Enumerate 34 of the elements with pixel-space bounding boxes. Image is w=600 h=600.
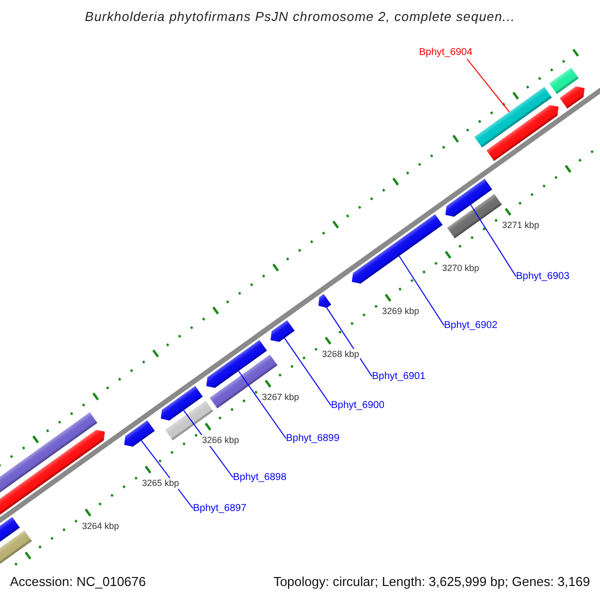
leader-line: [398, 256, 444, 326]
gene-label: Bphyt_6903: [516, 270, 570, 283]
gene-feature: [160, 386, 203, 420]
gene-label: Bphyt_6897: [193, 502, 246, 515]
map-info-text: Accession: NC_010676: [10, 574, 146, 590]
gene-label: Bphyt_6902: [444, 319, 498, 332]
scale-label: 3267 kbp: [261, 392, 300, 403]
scale-label: 3268 kbp: [321, 348, 360, 360]
gene-feature: [270, 320, 295, 342]
leader-line: [284, 338, 332, 406]
scale-label: 3270 kbp: [441, 262, 480, 274]
gene-label: Bphyt_6898: [233, 471, 286, 484]
scale-label: 3264 kbp: [81, 520, 120, 532]
scale-label: 3269 kbp: [381, 306, 420, 317]
gene-feature: [352, 214, 443, 284]
gene-feature: [486, 105, 559, 161]
map-info-text: Topology: circular; Length: 3,625,999 bp; Genes: 3,169: [273, 574, 590, 590]
gene-label: Bphyt_6899: [286, 432, 340, 445]
gene-feature: [318, 294, 332, 308]
map-title: Burkholderia phytofirmans PsJN chromosome 2, complete sequen...: [84, 9, 516, 24]
gene-label: Bphyt_6904: [419, 46, 472, 59]
leader-line: [470, 204, 516, 277]
leader-line: [238, 370, 286, 439]
gene-feature: [447, 194, 502, 238]
gene-label: Bphyt_6901: [372, 370, 426, 383]
leader-line: [466, 58, 510, 112]
scale-label: 3265 kbp: [141, 478, 180, 489]
gene-feature: [0, 430, 105, 515]
gene-feature: [560, 86, 585, 109]
scale-label: 3266 kbp: [201, 434, 240, 446]
gene-feature: [124, 420, 155, 447]
gene-label: Bphyt_6900: [331, 399, 384, 412]
leader-line: [326, 307, 372, 377]
scale-label: 3271 kbp: [501, 220, 540, 231]
